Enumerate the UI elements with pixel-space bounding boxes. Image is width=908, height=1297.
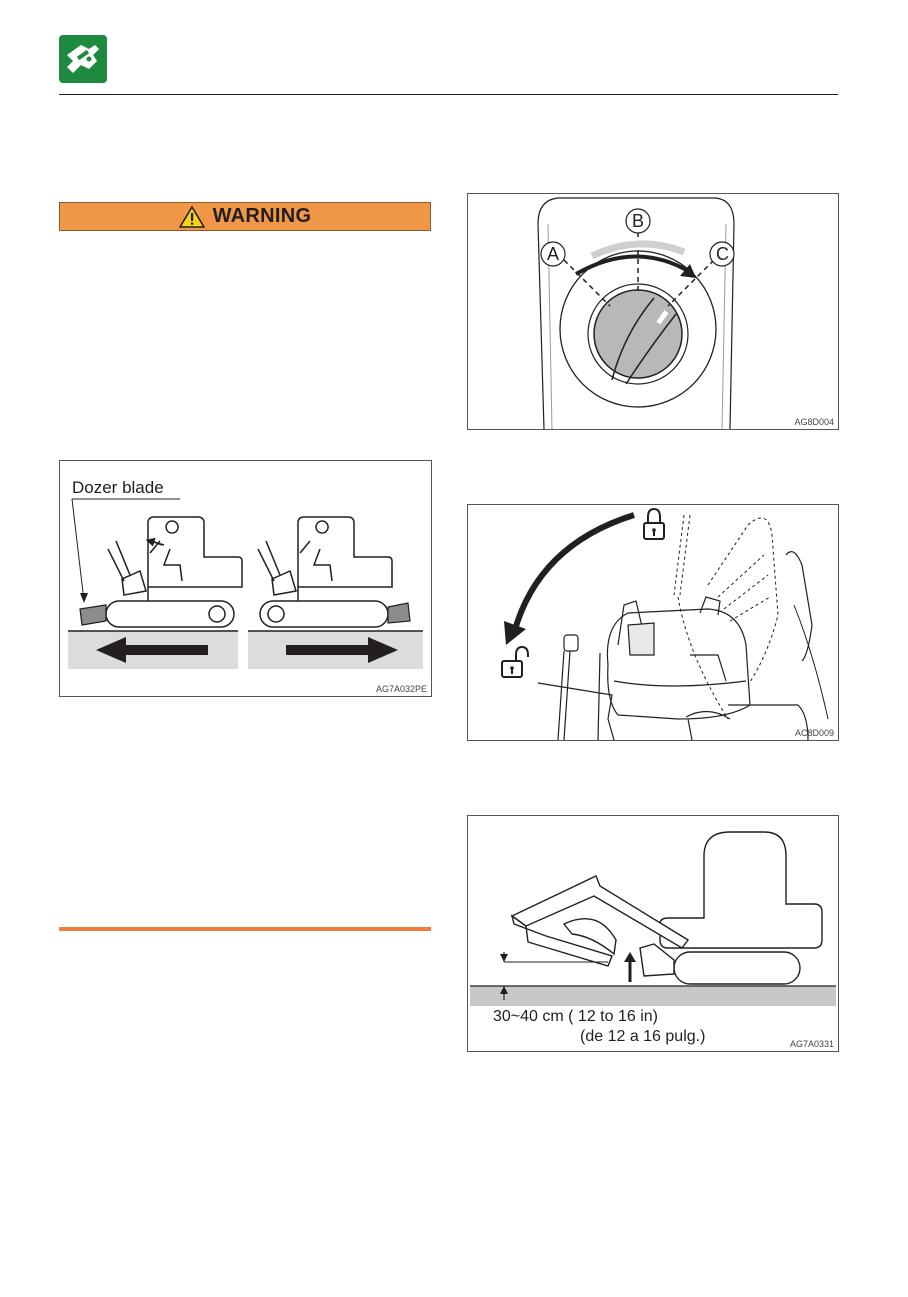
padlock-open-icon — [501, 645, 529, 678]
section-divider — [59, 927, 431, 931]
position-a-label: A — [547, 244, 560, 264]
figure-code: AG7A0331 — [789, 1039, 834, 1049]
header-divider — [59, 94, 838, 95]
key-switch-figure: A B C AG8D004 — [467, 193, 839, 430]
warning-banner: WARNING — [59, 202, 431, 231]
travel-height-figure: 30~40 cm ( 12 to 16 in) (de 12 a 16 pulg… — [467, 815, 839, 1052]
measurement-text-line1: 30~40 cm ( 12 to 16 in) — [493, 1008, 658, 1025]
position-c-label: C — [716, 244, 729, 264]
position-b-label: B — [632, 211, 645, 231]
figure-code: AG8D004 — [794, 417, 834, 427]
lock-lever-figure: AC8D009 — [467, 504, 839, 741]
padlock-closed-icon — [643, 507, 665, 540]
figure-code: AG7A032PE — [375, 684, 427, 694]
measurement-text-line2: (de 12 a 16 pulg.) — [580, 1028, 706, 1045]
warning-triangle-icon — [178, 205, 205, 228]
figure-code: AC8D009 — [794, 728, 834, 738]
warning-label: WARNING — [212, 205, 312, 227]
dozer-blade-figure: Dozer blade — [59, 460, 432, 697]
maintenance-hand-icon — [59, 35, 107, 83]
dozer-blade-label: Dozer blade — [72, 478, 164, 497]
